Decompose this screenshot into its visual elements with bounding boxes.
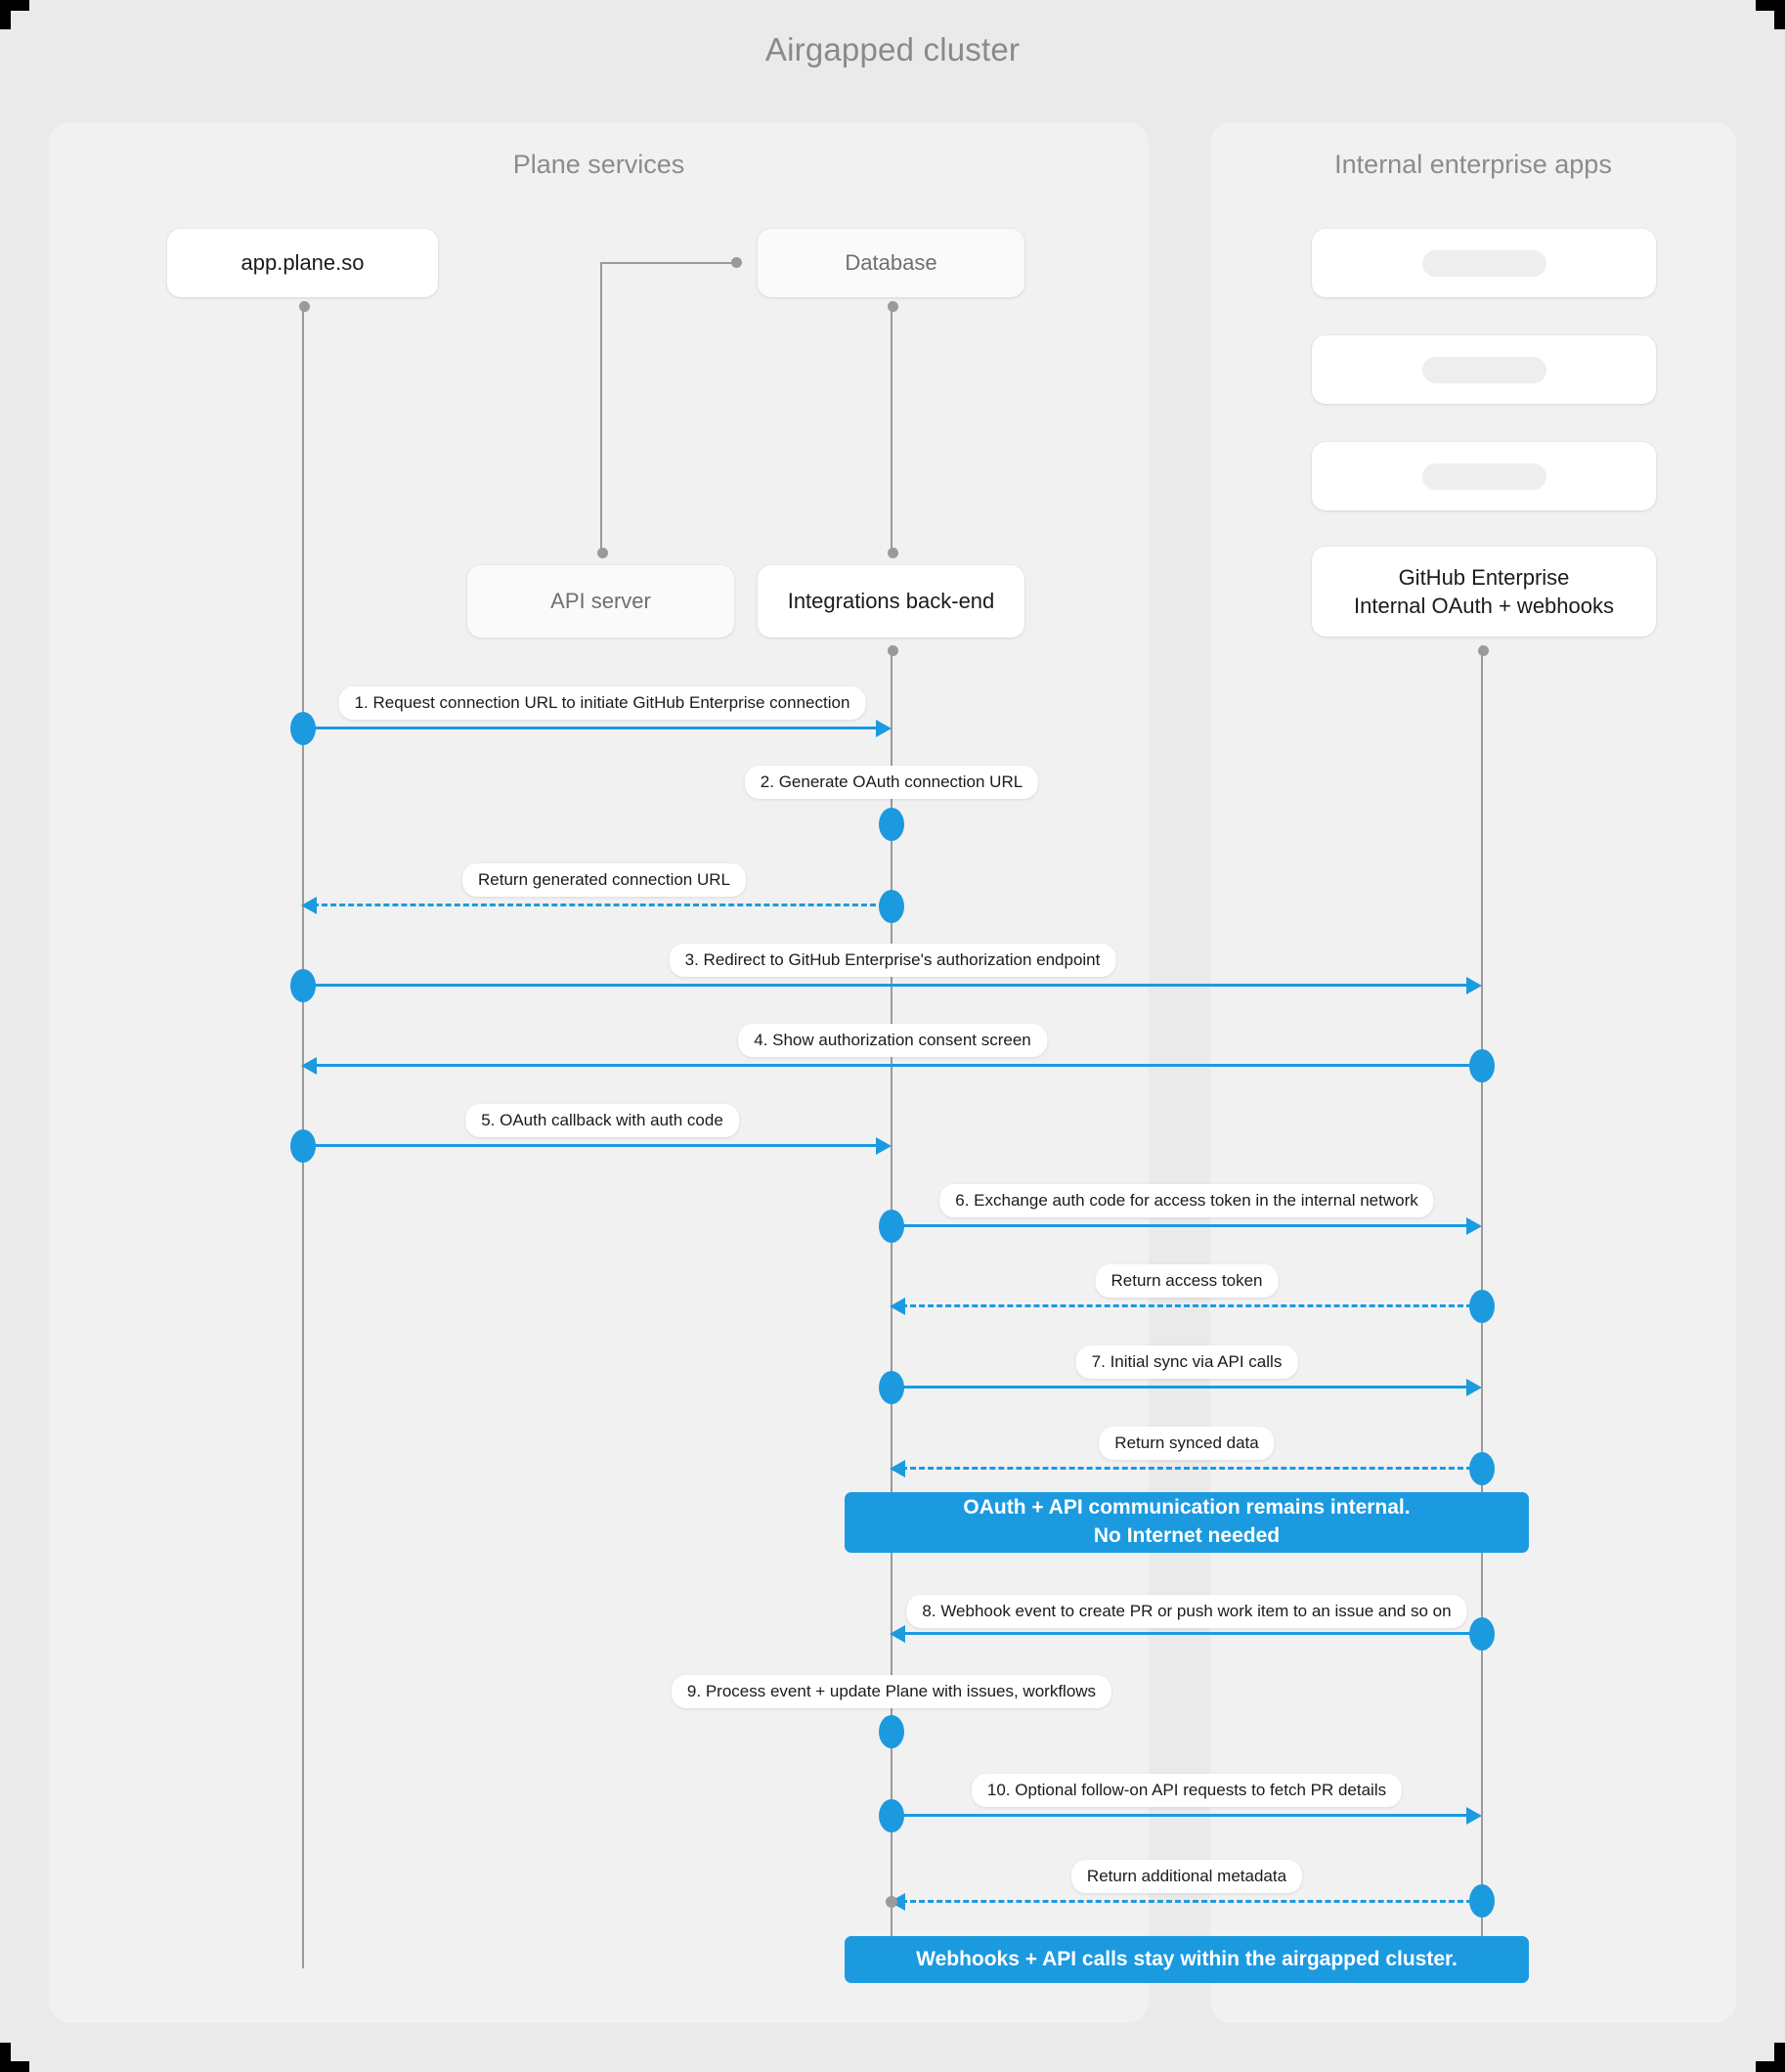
node-api-server-label: API server <box>550 589 651 614</box>
message-arrow-7 <box>1466 1217 1482 1235</box>
node-integrations-backend-label: Integrations back-end <box>787 589 995 614</box>
note-webhooks-api-airgapped-line1: Webhooks + API calls stay within the air… <box>916 1947 1458 1970</box>
lifeline-dot-app-plane-so <box>298 301 310 312</box>
node-placeholder-app-1[interactable] <box>1312 229 1656 297</box>
lifeline-dot-github-enterprise <box>1477 645 1489 656</box>
message-line-14 <box>901 1900 1472 1903</box>
activation-dot-11 <box>1469 1617 1495 1651</box>
message-arrow-8 <box>890 1298 905 1315</box>
message-line-4 <box>303 984 1472 987</box>
message-arrow-13 <box>1466 1807 1482 1825</box>
node-app-plane-so-label: app.plane.so <box>240 250 365 276</box>
connector-endpoint-dot-database <box>730 257 742 268</box>
crop-mark-top-left <box>0 0 29 29</box>
crop-mark-bottom-left <box>0 2043 29 2072</box>
message-line-3 <box>313 904 885 906</box>
lifeline-database <box>891 301 892 553</box>
message-arrow-9 <box>1466 1379 1482 1396</box>
message-label-4: 3. Redirect to GitHub Enterprise's autho… <box>669 944 1116 977</box>
note-oauth-api-internal: OAuth + API communication remains intern… <box>845 1492 1529 1553</box>
crop-mark-top-right <box>1756 0 1785 29</box>
panel-internal-enterprise-apps-title: Internal enterprise apps <box>1334 150 1612 179</box>
activation-dot-14 <box>1469 1884 1495 1918</box>
message-label-2: 2. Generate OAuth connection URL <box>744 766 1039 799</box>
message-arrow-10 <box>890 1460 905 1477</box>
activation-dot-2 <box>879 808 904 841</box>
message-arrow-11 <box>890 1625 905 1643</box>
message-arrow-4 <box>1466 977 1482 994</box>
message-arrow-1 <box>876 720 892 737</box>
message-line-10 <box>901 1467 1472 1470</box>
message-line-13 <box>892 1814 1472 1817</box>
message-label-10: Return synced data <box>1099 1427 1275 1460</box>
message-line-6 <box>303 1144 881 1147</box>
node-placeholder-app-3[interactable] <box>1312 442 1656 510</box>
message-arrow-6 <box>876 1137 892 1155</box>
message-label-3: Return generated connection URL <box>462 863 746 897</box>
activation-dot-3 <box>879 890 904 923</box>
note-oauth-api-internal-line2: No Internet needed <box>1093 1524 1281 1547</box>
message-label-7: 6. Exchange auth code for access token i… <box>939 1184 1434 1217</box>
node-integrations-backend[interactable]: Integrations back-end <box>758 565 1024 638</box>
message-label-5: 4. Show authorization consent screen <box>738 1024 1047 1057</box>
placeholder-bar-3 <box>1421 463 1546 490</box>
panel-plane-services: Plane services <box>49 122 1149 2023</box>
activation-dot-8 <box>1469 1290 1495 1323</box>
activation-dot-12 <box>879 1715 904 1748</box>
message-arrow-5 <box>301 1057 317 1075</box>
message-line-7 <box>892 1224 1472 1227</box>
lifeline-api-server <box>600 262 602 553</box>
message-label-12: 9. Process event + update Plane with iss… <box>671 1675 1112 1708</box>
note-oauth-api-internal-line1: OAuth + API communication remains intern… <box>963 1496 1411 1520</box>
message-label-13: 10. Optional follow-on API requests to f… <box>971 1774 1403 1807</box>
node-database-label: Database <box>845 250 937 276</box>
message-line-8 <box>901 1304 1472 1307</box>
node-api-server[interactable]: API server <box>467 565 734 638</box>
connector-api-server-to-database <box>600 262 735 264</box>
node-github-enterprise-label-line1: GitHub Enterprise <box>1398 564 1570 590</box>
node-app-plane-so[interactable]: app.plane.so <box>167 229 438 297</box>
message-line-9 <box>892 1386 1472 1389</box>
message-label-11: 8. Webhook event to create PR or push wo… <box>906 1595 1467 1628</box>
message-line-5 <box>313 1064 1482 1067</box>
node-github-enterprise-label-line2: Internal OAuth + webhooks <box>1354 594 1614 618</box>
panel-plane-services-title: Plane services <box>512 150 685 179</box>
lifeline-dot-integrations-backend <box>887 645 898 656</box>
diagram-title: Airgapped cluster <box>764 31 1021 67</box>
node-placeholder-app-2[interactable] <box>1312 335 1656 404</box>
placeholder-bar-2 <box>1421 356 1546 383</box>
placeholder-bar-1 <box>1421 249 1546 277</box>
lifeline-dot-database-bottom <box>887 548 898 558</box>
message-line-1 <box>303 727 881 729</box>
message-endpoint-dot-14 <box>886 1896 897 1908</box>
message-label-14: Return additional metadata <box>1070 1860 1303 1893</box>
message-label-1: 1. Request connection URL to initiate Gi… <box>338 686 866 720</box>
message-line-11 <box>901 1632 1472 1635</box>
note-webhooks-api-airgapped: Webhooks + API calls stay within the air… <box>845 1936 1529 1983</box>
node-github-enterprise[interactable]: GitHub Enterprise Internal OAuth + webho… <box>1312 547 1656 637</box>
crop-mark-bottom-right <box>1756 2043 1785 2072</box>
message-label-9: 7. Initial sync via API calls <box>1075 1345 1298 1379</box>
message-label-6: 5. OAuth callback with auth code <box>465 1104 739 1137</box>
message-arrow-3 <box>301 897 317 914</box>
activation-dot-10 <box>1469 1452 1495 1485</box>
node-database[interactable]: Database <box>758 229 1024 297</box>
lifeline-dot-database <box>887 301 898 312</box>
message-label-8: Return access token <box>1095 1264 1279 1298</box>
lifeline-dot-api-server <box>596 548 608 558</box>
